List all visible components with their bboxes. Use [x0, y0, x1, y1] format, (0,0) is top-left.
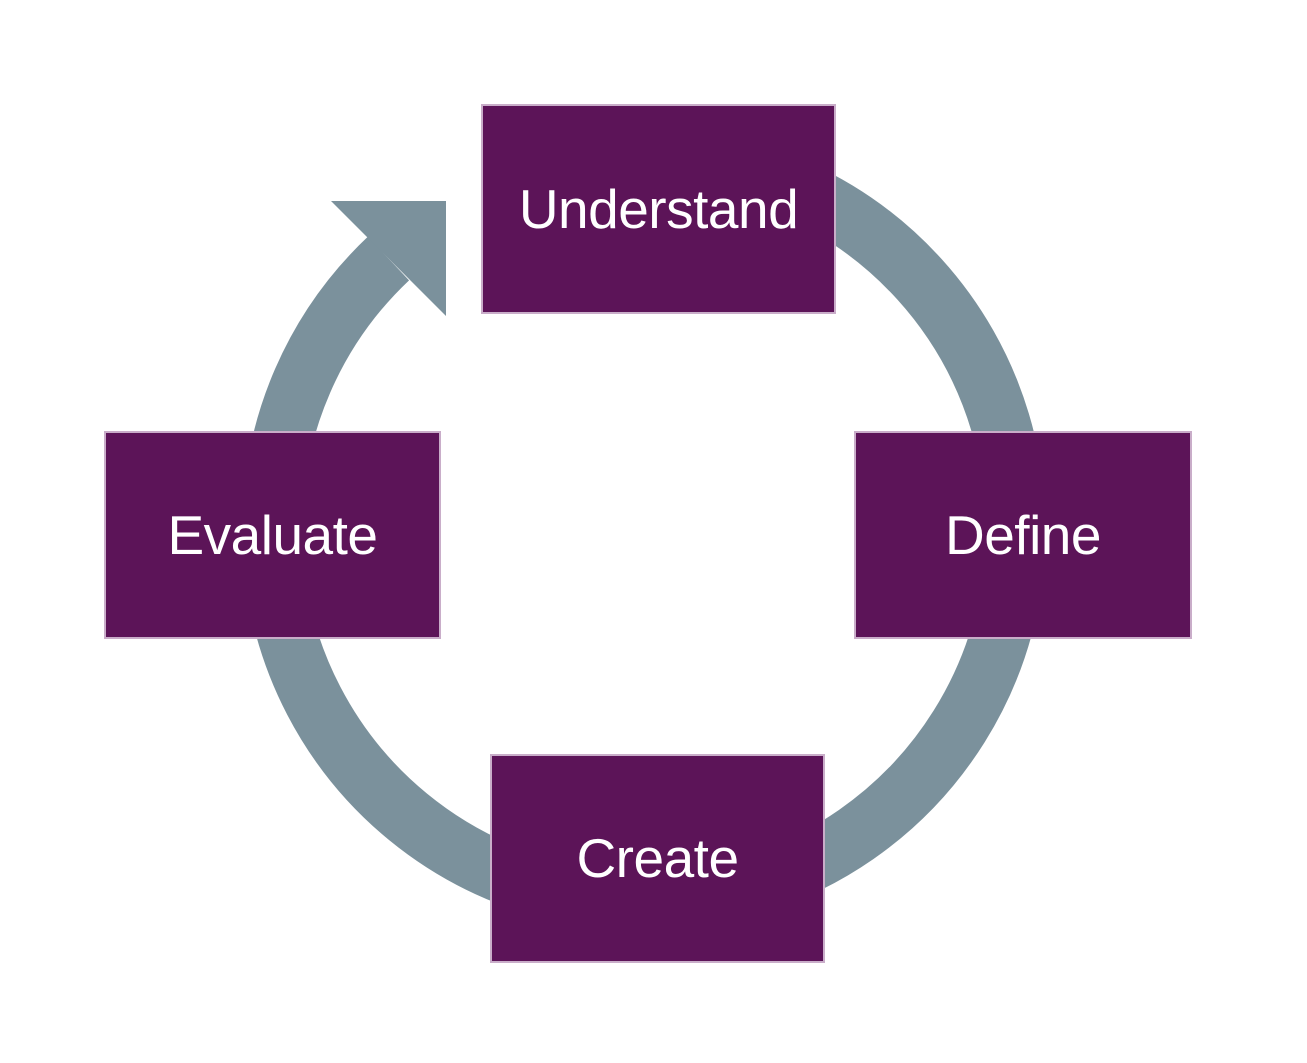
step-box-create: Create — [490, 754, 825, 963]
step-box-understand: Understand — [481, 104, 836, 314]
step-box-evaluate: Evaluate — [104, 431, 441, 639]
step-box-define: Define — [854, 431, 1192, 639]
arrow-head-icon — [331, 201, 446, 316]
step-label-define: Define — [945, 503, 1101, 566]
step-label-evaluate: Evaluate — [167, 503, 378, 566]
step-label-understand: Understand — [518, 177, 799, 240]
step-label-create: Create — [576, 827, 739, 889]
